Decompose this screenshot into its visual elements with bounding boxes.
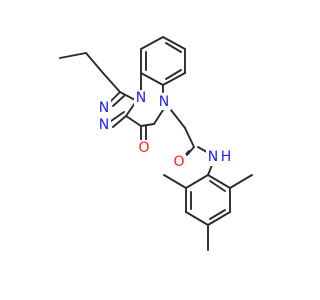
atom-n-triazole-top: N — [99, 100, 109, 116]
bond — [102, 72, 121, 93]
bonds — [59, 36, 253, 251]
bond — [209, 180, 226, 192]
atom-n-triazole-bottom: N — [99, 117, 109, 133]
bond — [207, 174, 231, 189]
bond — [119, 91, 136, 101]
bond — [110, 111, 125, 122]
bond — [207, 211, 231, 226]
bond — [170, 109, 186, 129]
atom-labels: N N N N O O N H — [97, 90, 234, 170]
bond — [229, 174, 253, 189]
bond — [112, 95, 125, 107]
atom-o-ring-carbonyl: O — [138, 140, 149, 156]
bond — [165, 69, 182, 80]
bond — [165, 42, 182, 53]
bond — [140, 123, 155, 127]
bond — [207, 164, 213, 176]
bond — [185, 174, 209, 189]
bond — [140, 36, 164, 50]
atom-n-amide: N — [208, 149, 218, 165]
bond — [125, 115, 142, 127]
molecule-structure: N N N N O O N H — [59, 36, 253, 251]
atom-n-ring: N — [159, 94, 169, 110]
bond — [209, 209, 226, 220]
bond — [125, 102, 136, 117]
bond — [140, 72, 164, 86]
atom-o-amide: O — [173, 154, 184, 170]
bond — [162, 36, 186, 50]
bond — [184, 127, 195, 148]
bond — [85, 52, 104, 74]
bond — [112, 115, 127, 128]
molecule-diagram: N N N N O O N H — [59, 36, 253, 251]
bond — [163, 174, 187, 189]
bond — [59, 52, 87, 59]
bond — [186, 146, 195, 156]
bond — [162, 72, 186, 86]
bond — [185, 211, 209, 226]
atom-h-amide: H — [221, 149, 232, 165]
bond — [153, 109, 164, 125]
atom-n-bridge: N — [136, 90, 146, 106]
